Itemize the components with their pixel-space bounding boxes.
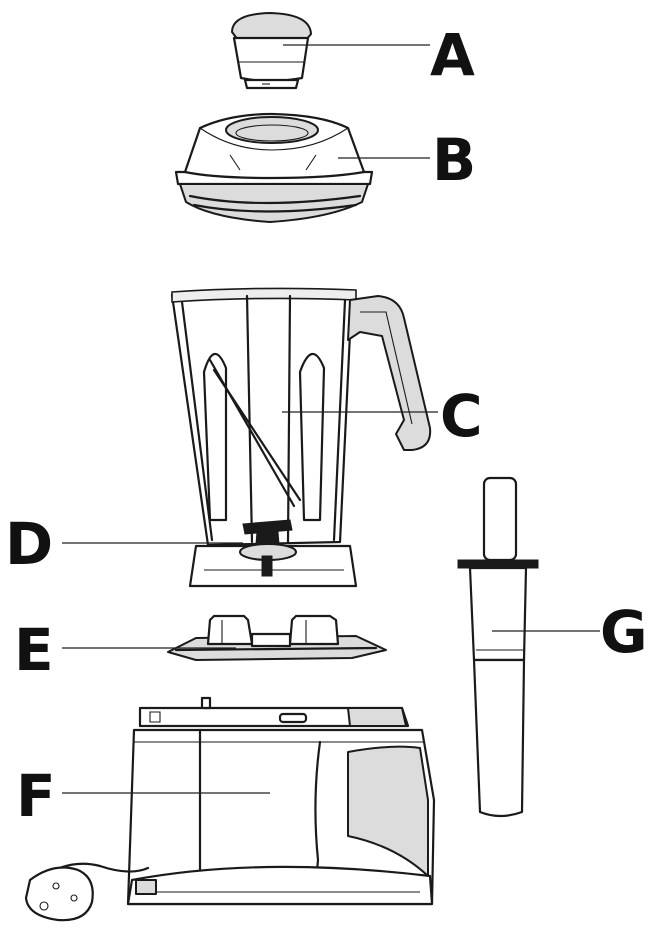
part-labels: A B C D E F G bbox=[5, 21, 648, 830]
part-e-mounting-pad bbox=[167, 614, 387, 661]
leader-lines bbox=[62, 44, 600, 794]
label-g: G bbox=[600, 598, 648, 666]
label-d: D bbox=[5, 510, 53, 578]
label-b: B bbox=[432, 126, 476, 194]
part-g-tamper bbox=[457, 476, 539, 818]
part-b-blender-lid bbox=[174, 112, 374, 223]
part-a-lid-cap bbox=[231, 12, 312, 90]
label-e: E bbox=[14, 616, 54, 684]
label-c: C bbox=[440, 382, 483, 450]
label-f: F bbox=[16, 762, 56, 830]
part-c-blender-jar bbox=[170, 287, 432, 588]
part-f-motor-base bbox=[24, 696, 436, 922]
label-a: A bbox=[430, 21, 475, 89]
